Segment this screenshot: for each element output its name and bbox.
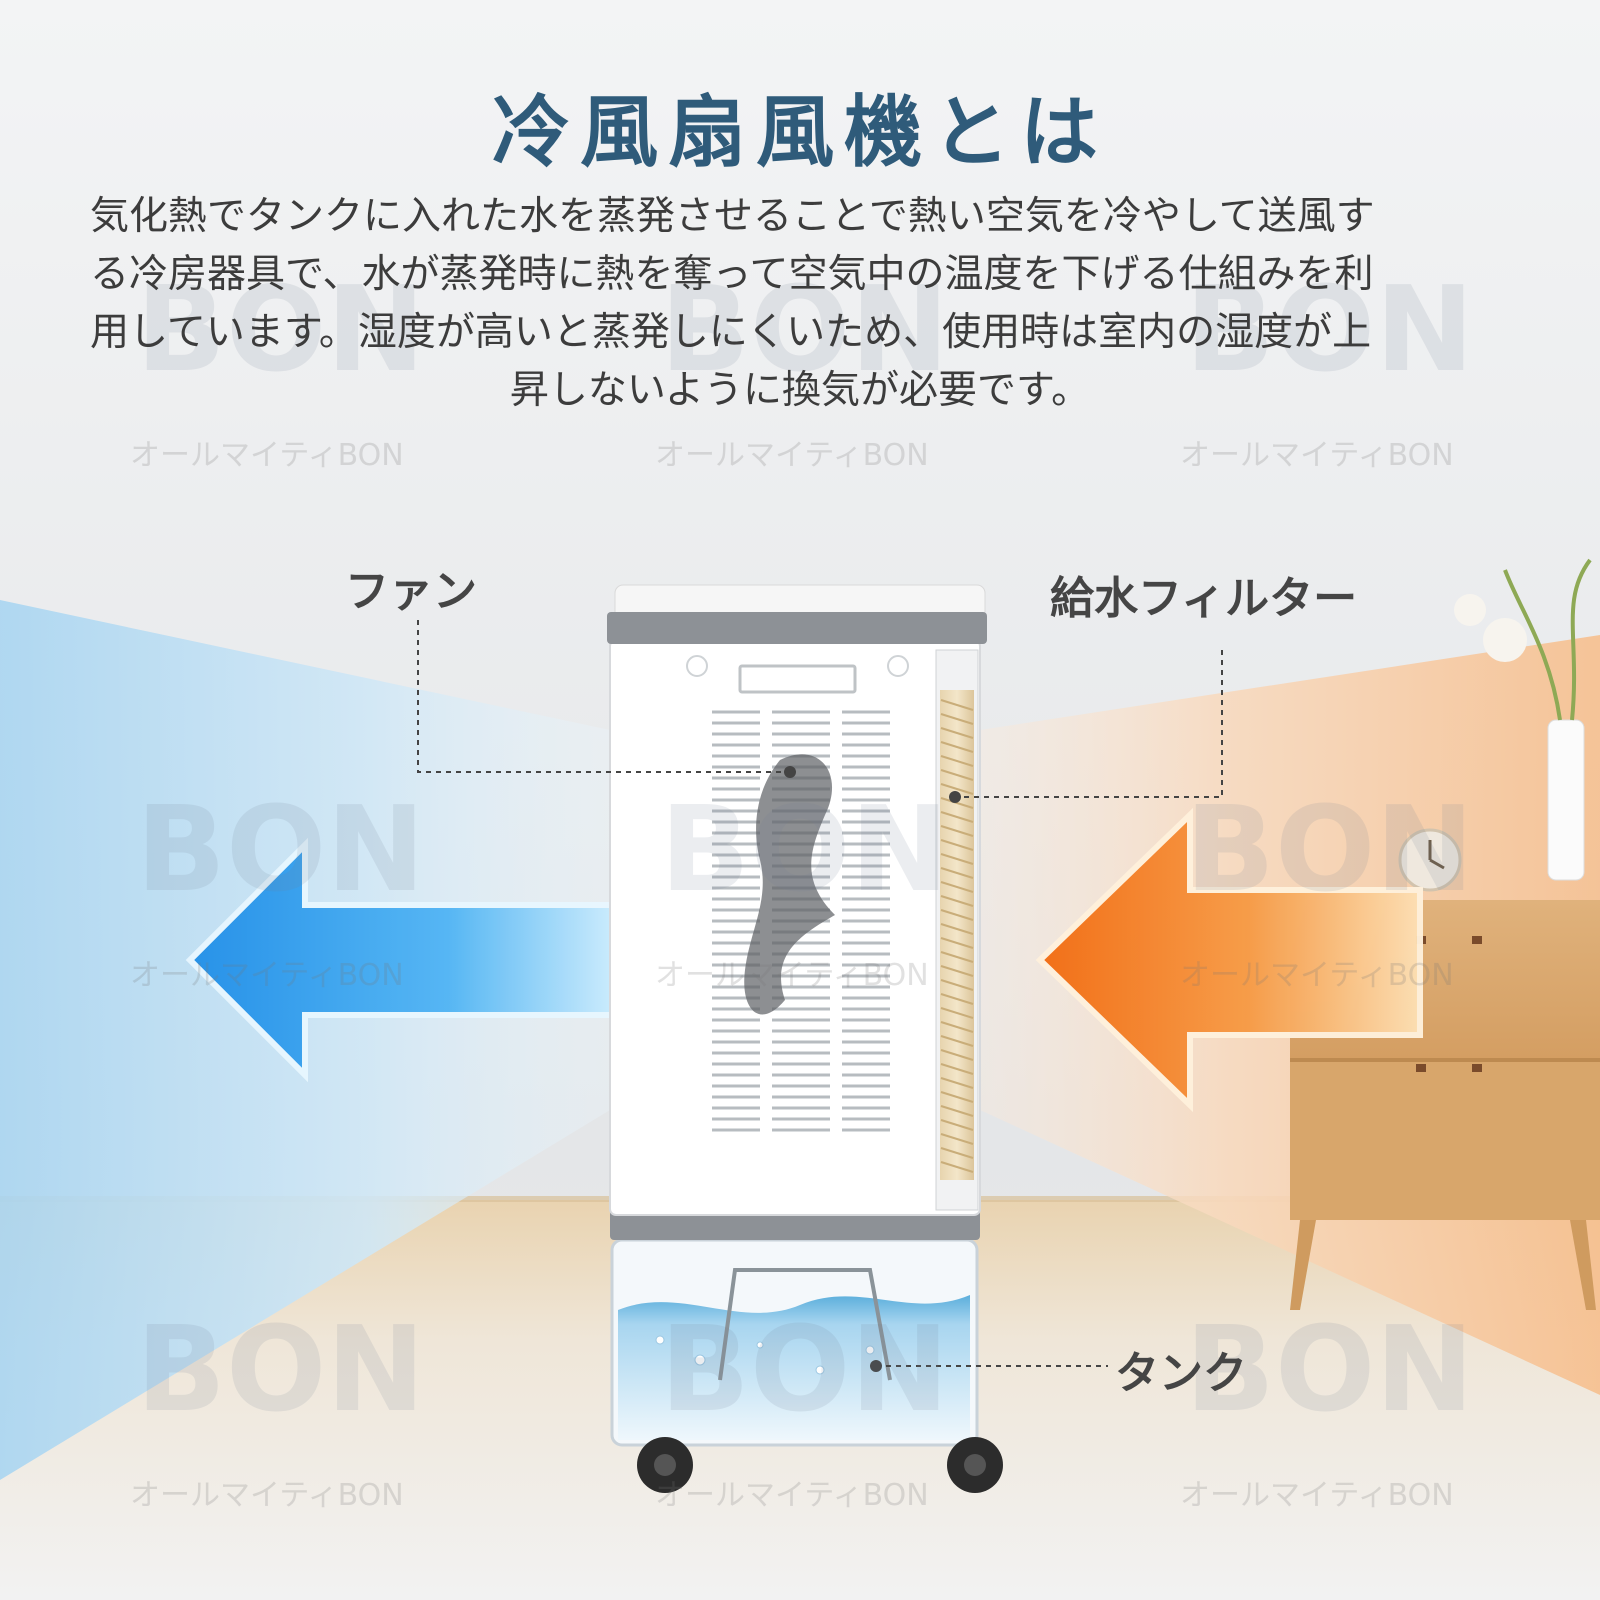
filter-pleat [940, 839, 974, 851]
filter-pleat [940, 1161, 974, 1173]
filter-pleat [940, 937, 974, 949]
watermark-logo: BON [136, 1300, 425, 1438]
watermark-logo: BON [660, 780, 949, 918]
filter-pleat [940, 1091, 974, 1103]
watermark-logo: BON [660, 260, 949, 398]
filter-pleat [940, 993, 974, 1005]
filter-pleat [940, 895, 974, 907]
description-line: 用しています。湿度が高いと蒸発しにくいため、使用時は室内の湿度が上 [90, 310, 1372, 355]
watermark-text: オールマイティBON [1180, 1478, 1454, 1513]
filter-pleat [940, 951, 974, 963]
page-title: 冷風扇風機とは [491, 87, 1108, 178]
filter-pleat [940, 769, 974, 781]
filter-pleat [940, 825, 974, 837]
watermark-text: オールマイティBON [130, 438, 404, 473]
watermark-logo: BON [136, 780, 425, 918]
watermark-text: オールマイティBON [655, 1478, 929, 1513]
filter-pleat [940, 1007, 974, 1019]
description-line: 昇しないように換気が必要です。 [509, 368, 1091, 413]
filter-pleat [940, 923, 974, 935]
filter-pleat [940, 797, 974, 809]
watermark-logo: BON [136, 260, 425, 398]
tank-label: タンク [1115, 1348, 1247, 1399]
filter-pleat [940, 699, 974, 711]
description: 気化熱でタンクに入れた水を蒸発させることで熱い空気を冷やして送風す る冷房器具で… [90, 188, 1510, 420]
filter-pleat [940, 867, 974, 879]
filter-pleat [940, 965, 974, 977]
filter-label: 給水フィルター [1050, 573, 1358, 624]
fan-label: ファン [345, 566, 477, 617]
filter-pleat [940, 1077, 974, 1089]
watermark-logo: BON [1185, 780, 1474, 918]
watermark-logo: BON [1185, 260, 1474, 398]
filter-pleat [940, 1035, 974, 1047]
watermark-text: オールマイティBON [655, 438, 929, 473]
filter-pleat [940, 783, 974, 795]
watermark-text: オールマイティBON [1180, 438, 1454, 473]
watermark-logo: BON [660, 1300, 949, 1438]
description-line: る冷房器具で、水が蒸発時に熱を奪って空気中の温度を下げる仕組みを利 [90, 252, 1374, 297]
watermark-logo: BON [1185, 1300, 1474, 1438]
filter-pleat [940, 1021, 974, 1033]
filter-pleat [940, 811, 974, 823]
filter-pleat [940, 755, 974, 767]
watermark-text: オールマイティBON [130, 958, 404, 993]
filter-callout-line [955, 650, 1223, 798]
filter-pleat [940, 727, 974, 739]
watermark-text: オールマイティBON [655, 958, 929, 993]
filter-pleat [940, 979, 974, 991]
filter-pleat [940, 881, 974, 893]
filter-pleat [940, 853, 974, 865]
filter-pleat [940, 1119, 974, 1131]
air-cooler [607, 584, 1003, 1493]
filter-pleat [940, 1049, 974, 1061]
filter-pleat [940, 741, 974, 753]
watermark-text: オールマイティBON [130, 1478, 404, 1513]
filter-pleat [940, 909, 974, 921]
description-line: 気化熱でタンクに入れた水を蒸発させることで熱い空気を冷やして送風す [90, 194, 1375, 239]
filter-pleat [940, 1063, 974, 1075]
fan-callout-line [417, 620, 790, 773]
filter-pleat [940, 1133, 974, 1145]
filter-pleat [940, 1105, 974, 1117]
watermark-text: オールマイティBON [1180, 958, 1454, 993]
filter-pleat [940, 713, 974, 725]
filter-pleat [940, 1147, 974, 1159]
warm-air-arrow [1035, 807, 1423, 1113]
